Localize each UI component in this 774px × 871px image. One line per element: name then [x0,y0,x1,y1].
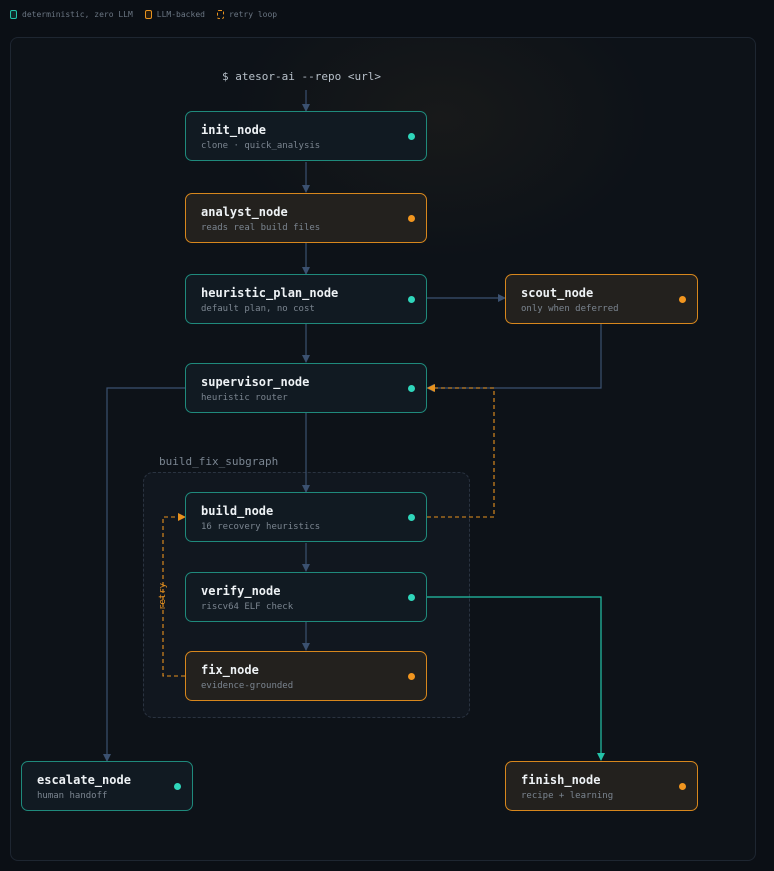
analyst-node[interactable]: analyst_node reads real build files [185,193,427,243]
retry-label: retry [158,582,168,610]
edge-scout-supervisor [426,324,602,392]
scout-node-subtitle: only when deferred [521,304,619,314]
escalate-node-subtitle: human handoff [37,791,108,801]
status-dot-icon [408,385,415,392]
supervisor-node-title: supervisor_node [201,375,310,389]
legend: deterministic, zero LLM LLM-backed retry… [10,8,277,20]
llm-swatch-icon [144,9,152,19]
analyst-node-subtitle: reads real build files [201,223,321,233]
fix-node-subtitle: evidence-grounded [201,681,294,691]
verify-node-title: verify_node [201,584,281,598]
finish-node-title: finish_node [521,773,601,787]
verify-node[interactable]: verify_node riscv64 ELF check [185,572,427,622]
build-node-title: build_node [201,504,274,518]
init-node-subtitle: clone · quick_analysis [201,141,321,151]
escalate-node-title: escalate_node [37,773,131,787]
status-dot-icon [679,296,686,303]
edge-build-supervisor-retry [427,384,495,518]
heuristic-plan-node[interactable]: heuristic_plan_node default plan, no cos… [185,274,427,324]
retry-swatch-icon [216,9,224,19]
analyst-node-title: analyst_node [201,205,288,219]
legend-retry: retry loop [216,9,278,19]
status-dot-icon [679,783,686,790]
status-dot-icon [408,215,415,222]
status-dot-icon [408,673,415,680]
edge-verify-finish [427,596,605,761]
status-dot-icon [408,133,415,140]
command-text: $ atesor-ai --repo <url> [222,70,381,83]
status-dot-icon [408,514,415,521]
legend-retry-label: retry loop [228,9,278,19]
legend-llm: LLM-backed [144,9,205,19]
build-node[interactable]: build_node 16 recovery heuristics [185,492,427,542]
supervisor-node[interactable]: supervisor_node heuristic router [185,363,427,413]
init-node-title: init_node [201,123,267,137]
scout-node-title: scout_node [521,286,594,300]
status-dot-icon [408,296,415,303]
verify-node-subtitle: riscv64 ELF check [201,602,294,612]
escalate-node[interactable]: escalate_node human handoff [21,761,193,811]
heuristic-plan-node-subtitle: default plan, no cost [201,304,315,314]
build-node-subtitle: 16 recovery heuristics [201,522,321,532]
fix-node-title: fix_node [201,663,259,677]
legend-deterministic-label: deterministic, zero LLM [22,9,133,19]
legend-llm-label: LLM-backed [156,9,205,19]
status-dot-icon [408,594,415,601]
edge-fix-build-retry [162,513,186,677]
finish-node[interactable]: finish_node recipe + learning [505,761,698,811]
scout-node[interactable]: scout_node only when deferred [505,274,698,324]
init-node[interactable]: init_node clone · quick_analysis [185,111,427,161]
status-dot-icon [174,783,181,790]
heuristic-plan-node-title: heuristic_plan_node [201,286,339,300]
supervisor-node-subtitle: heuristic router [201,393,288,403]
finish-node-subtitle: recipe + learning [521,791,614,801]
diagram-frame [10,37,756,861]
legend-deterministic: deterministic, zero LLM [10,9,133,19]
deterministic-swatch-icon [10,9,17,19]
edge-supervisor-escalate [103,387,185,762]
subgraph-label: build_fix_subgraph [159,455,279,468]
fix-node[interactable]: fix_node evidence-grounded [185,651,427,701]
